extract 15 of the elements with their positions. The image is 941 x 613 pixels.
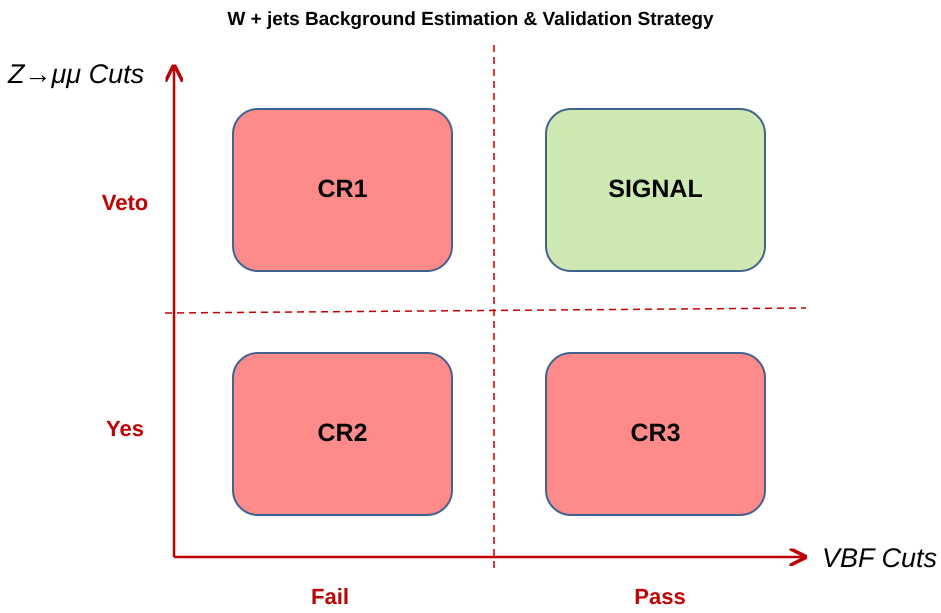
axis-title: VBF Cuts	[820, 542, 938, 575]
region-label: SIGNAL	[608, 174, 703, 206]
region-box	[545, 352, 766, 516]
column-label: Fail	[310, 583, 350, 611]
region-label: CR1	[317, 174, 368, 206]
region-box	[232, 352, 453, 516]
diagram-title: W + jets Background Estimation & Validation Strategy	[226, 8, 715, 32]
region-box	[545, 108, 766, 272]
column-label: Pass	[633, 583, 687, 611]
region-label: CR3	[630, 418, 680, 450]
row-label: Veto	[100, 189, 150, 217]
axis-title: Z→μμ Cuts	[8, 58, 146, 91]
row-label: Yes	[105, 415, 145, 443]
region-box	[232, 108, 453, 272]
region-label: CR2	[317, 418, 368, 450]
